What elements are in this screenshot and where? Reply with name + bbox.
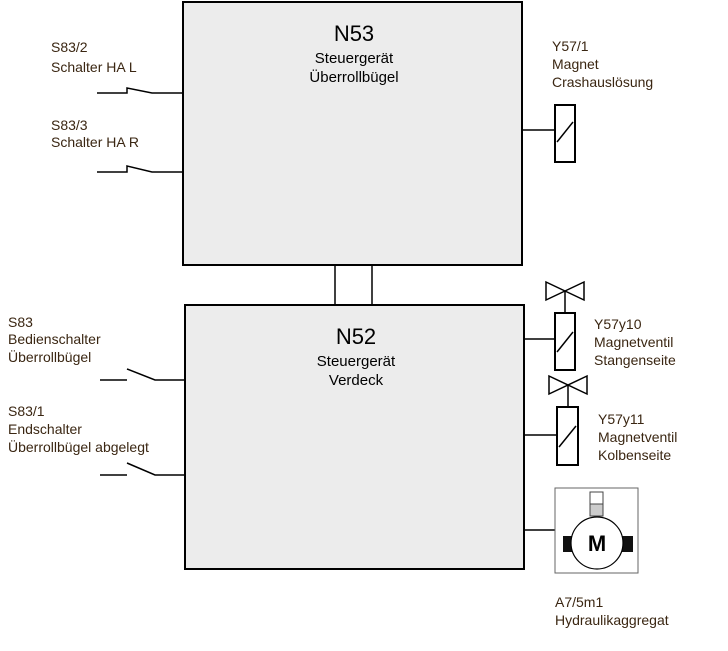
n52-box	[184, 304, 525, 570]
motor-terminal-right	[621, 536, 633, 552]
a7-5m1-id: A7/5m1	[555, 594, 603, 610]
y57-1-id: Y57/1	[552, 38, 589, 54]
y57y11-name: Magnetventil	[598, 429, 677, 445]
a7-5m1-name: Hydraulikaggregat	[555, 612, 669, 628]
n52-id: N52	[336, 324, 376, 349]
actuator-a7-5m1[interactable]: M A7/5m1 Hydraulikaggregat	[524, 487, 669, 628]
y57y11-name2: Kolbenseite	[598, 447, 671, 463]
solenoid-icon	[554, 104, 576, 163]
y57y11-id: Y57y11	[598, 411, 645, 427]
s83-2-id: S83/2	[51, 39, 88, 55]
s83-1-name: Endschalter	[8, 421, 82, 437]
switch-symbol-icon	[100, 462, 185, 476]
s83-name: Bedienschalter	[8, 331, 101, 347]
switch-symbol-icon	[97, 87, 183, 94]
actuator-y57-1[interactable]: Y57/1 Magnet Crashauslösung	[522, 38, 653, 163]
actuator-y57y10[interactable]: Y57y10 Magnetventil Stangenseite	[524, 280, 676, 371]
n53-box	[182, 1, 523, 266]
solenoid-diagonal	[558, 425, 577, 448]
switch-symbol-icon	[100, 368, 185, 381]
s83-1-id: S83/1	[8, 403, 45, 419]
n53-id: N53	[334, 21, 374, 46]
y57-1-name2: Crashauslösung	[552, 74, 653, 90]
n52-line1: Steuergerät	[317, 353, 396, 370]
indicator-top	[589, 491, 604, 505]
y57y10-name2: Stangenseite	[594, 352, 676, 368]
s83-3-id: S83/3	[51, 117, 88, 133]
switch-s83-1[interactable]: S83/1 Endschalter Überrollbügel abgelegt	[8, 403, 185, 476]
control-unit-n53[interactable]: N53 Steuergerät Überrollbügel	[182, 1, 523, 266]
control-unit-n52[interactable]: N52 Steuergerät Verdeck	[184, 304, 525, 570]
switch-s83-3[interactable]: S83/3 Schalter HA R	[51, 117, 183, 173]
solenoid-diagonal	[556, 121, 574, 143]
s83-2-name: Schalter HA L	[51, 59, 137, 75]
s83-3-name: Schalter HA R	[51, 134, 139, 150]
switch-s83[interactable]: S83 Bedienschalter Überrollbügel	[8, 314, 185, 381]
valve-icon	[545, 280, 585, 302]
valve-icon	[548, 374, 588, 396]
actuator-y57y11[interactable]: Y57y11 Magnetventil Kolbenseite	[524, 374, 677, 466]
switch-s83-2[interactable]: S83/2 Schalter HA L	[51, 39, 183, 94]
n53-line1: Steuergerät	[315, 50, 394, 67]
indicator-bottom	[589, 503, 604, 517]
n52-line2: Verdeck	[329, 372, 384, 389]
motor-symbol: M	[588, 531, 606, 556]
y57y10-name: Magnetventil	[594, 334, 673, 350]
switch-symbol-icon	[97, 165, 183, 173]
s83-name2: Überrollbügel	[8, 348, 91, 365]
solenoid-diagonal	[556, 331, 574, 353]
y57y10-id: Y57y10	[594, 316, 642, 332]
n53-line2: Überrollbügel	[309, 68, 398, 86]
s83-1-name2: Überrollbügel abgelegt	[8, 438, 149, 455]
s83-id: S83	[8, 314, 33, 330]
motor-icon	[570, 516, 624, 570]
y57-1-name: Magnet	[552, 56, 599, 72]
